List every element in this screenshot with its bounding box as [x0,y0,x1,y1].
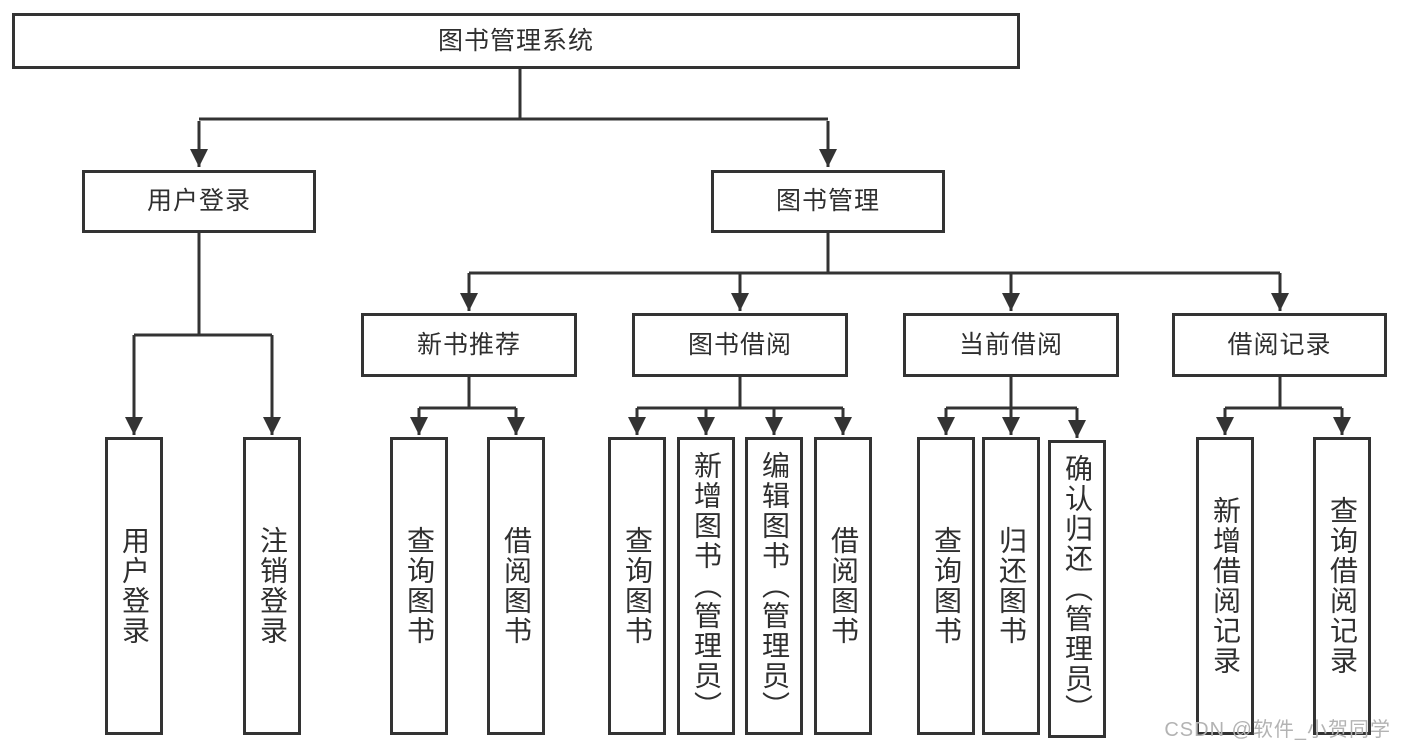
leaf-add-book-admin-label: 新增图书（管理员） [691,451,722,721]
leaf-logout-label: 注销登录 [257,526,288,646]
leaf-edit-book-admin: 编辑图书（管理员） [745,437,803,735]
node-user-login: 用户登录 [82,170,316,233]
node-library-system: 图书管理系统 [12,13,1020,69]
node-library-system-label: 图书管理系统 [437,26,594,55]
leaf-query-books-recommend-label: 查询图书 [404,526,435,646]
leaf-add-book-admin: 新增图书（管理员） [677,437,735,735]
leaf-confirm-return-admin: 确认归还（管理员） [1048,440,1106,738]
leaf-borrow-books-recommend-label: 借阅图书 [501,526,532,646]
leaf-return-book-label: 归还图书 [996,526,1027,646]
leaf-logout: 注销登录 [243,437,301,735]
leaf-confirm-return-admin-label: 确认归还（管理员） [1062,454,1093,724]
leaf-query-books-borrow-label: 查询图书 [622,526,653,646]
leaf-query-books-recommend: 查询图书 [390,437,448,735]
node-borrow-records: 借阅记录 [1172,313,1387,377]
watermark-text: CSDN @软件_小贺同学 [1164,719,1391,741]
leaf-add-borrow-record: 新增借阅记录 [1196,437,1254,735]
leaf-edit-book-admin-label: 编辑图书（管理员） [759,451,790,721]
node-current-borrow: 当前借阅 [903,313,1119,377]
node-book-management: 图书管理 [711,170,945,233]
node-borrow-records-label: 借阅记录 [1227,330,1332,359]
leaf-return-book: 归还图书 [982,437,1040,735]
leaf-borrow-books: 借阅图书 [814,437,872,735]
node-book-borrow-label: 图书借阅 [687,330,792,359]
node-user-login-label: 用户登录 [146,187,251,215]
leaf-add-borrow-record-label: 新增借阅记录 [1210,496,1241,676]
leaf-query-books-current-label: 查询图书 [931,526,962,646]
node-new-book-recommend-label: 新书推荐 [416,330,521,359]
leaf-query-books-borrow: 查询图书 [608,437,666,735]
leaf-query-books-current: 查询图书 [917,437,975,735]
leaf-borrow-books-recommend: 借阅图书 [487,437,545,735]
leaf-query-borrow-record: 查询借阅记录 [1313,437,1371,735]
leaf-query-borrow-record-label: 查询借阅记录 [1327,496,1358,676]
node-book-borrow: 图书借阅 [632,313,848,377]
node-book-management-label: 图书管理 [775,187,880,215]
leaf-user-login-label: 用户登录 [119,526,150,646]
node-new-book-recommend: 新书推荐 [361,313,577,377]
leaf-borrow-books-label: 借阅图书 [828,526,859,646]
leaf-user-login: 用户登录 [105,437,163,735]
node-current-borrow-label: 当前借阅 [958,330,1063,359]
